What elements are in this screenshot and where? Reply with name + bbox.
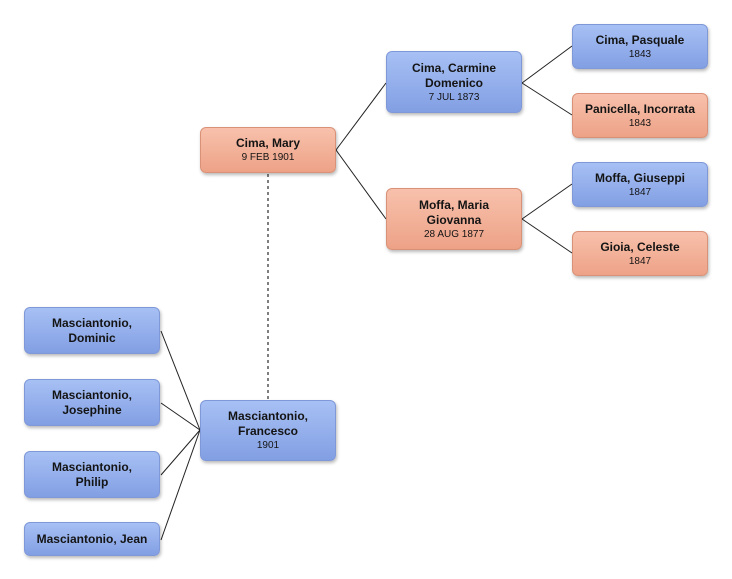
person-node-moffa-maria[interactable]: Moffa, Maria Giovanna 28 AUG 1877 (386, 188, 522, 250)
person-date: 28 AUG 1877 (423, 228, 485, 240)
person-date: 1843 (628, 48, 652, 60)
connector-carmine-panicella (521, 82, 573, 116)
person-name: Gioia, Celeste (600, 239, 680, 254)
person-name: Panicella, Incorrata (584, 101, 696, 116)
connector-francesco-josephine (160, 402, 201, 431)
person-name: Masciantonio, Philip (51, 459, 132, 489)
person-name: Cima, Mary (235, 136, 301, 150)
person-node-gioia-celeste[interactable]: Gioia, Celeste 1847 (572, 231, 708, 276)
person-date: 1843 (628, 117, 652, 129)
connector-francesco-dominic (160, 330, 201, 431)
connector-carmine-pasquale (521, 45, 573, 84)
person-node-masciantonio-philip[interactable]: Masciantonio, Philip (24, 451, 160, 498)
person-date: 9 FEB 1901 (241, 152, 295, 163)
person-name: Masciantonio, Francesco (227, 409, 308, 438)
connector-maria-giuseppi (521, 183, 573, 220)
person-name: Masciantonio, Josephine (51, 387, 132, 417)
person-name: Masciantonio, Dominic (51, 315, 132, 345)
person-node-moffa-giuseppi[interactable]: Moffa, Giuseppi 1847 (572, 162, 708, 207)
person-date: 1847 (628, 186, 652, 198)
person-node-cima-carmine[interactable]: Cima, Carmine Domenico 7 JUL 1873 (386, 51, 522, 113)
person-node-masciantonio-jean[interactable]: Masciantonio, Jean (24, 522, 160, 556)
person-name: Moffa, Maria Giovanna (418, 197, 489, 227)
connector-mary-carmine (335, 82, 387, 151)
person-node-masciantonio-francesco[interactable]: Masciantonio, Francesco 1901 (200, 400, 336, 461)
person-node-panicella-incorrata[interactable]: Panicella, Incorrata 1843 (572, 93, 708, 138)
person-node-cima-mary[interactable]: Cima, Mary 9 FEB 1901 (200, 127, 336, 173)
person-node-masciantonio-josephine[interactable]: Masciantonio, Josephine (24, 379, 160, 426)
person-node-masciantonio-dominic[interactable]: Masciantonio, Dominic (24, 307, 160, 354)
connector-mary-maria (335, 149, 387, 220)
person-name: Cima, Pasquale (595, 32, 685, 47)
connector-maria-celeste (521, 218, 573, 254)
person-name: Cima, Carmine Domenico (411, 60, 497, 90)
person-name: Masciantonio, Jean (36, 531, 148, 546)
person-date: 1847 (628, 255, 652, 267)
person-date: 1901 (256, 440, 280, 451)
person-date: 7 JUL 1873 (428, 91, 480, 103)
person-node-cima-pasquale[interactable]: Cima, Pasquale 1843 (572, 24, 708, 69)
connector-francesco-jean (160, 429, 201, 541)
connector-francesco-philip (160, 429, 201, 476)
person-name: Moffa, Giuseppi (595, 170, 685, 185)
